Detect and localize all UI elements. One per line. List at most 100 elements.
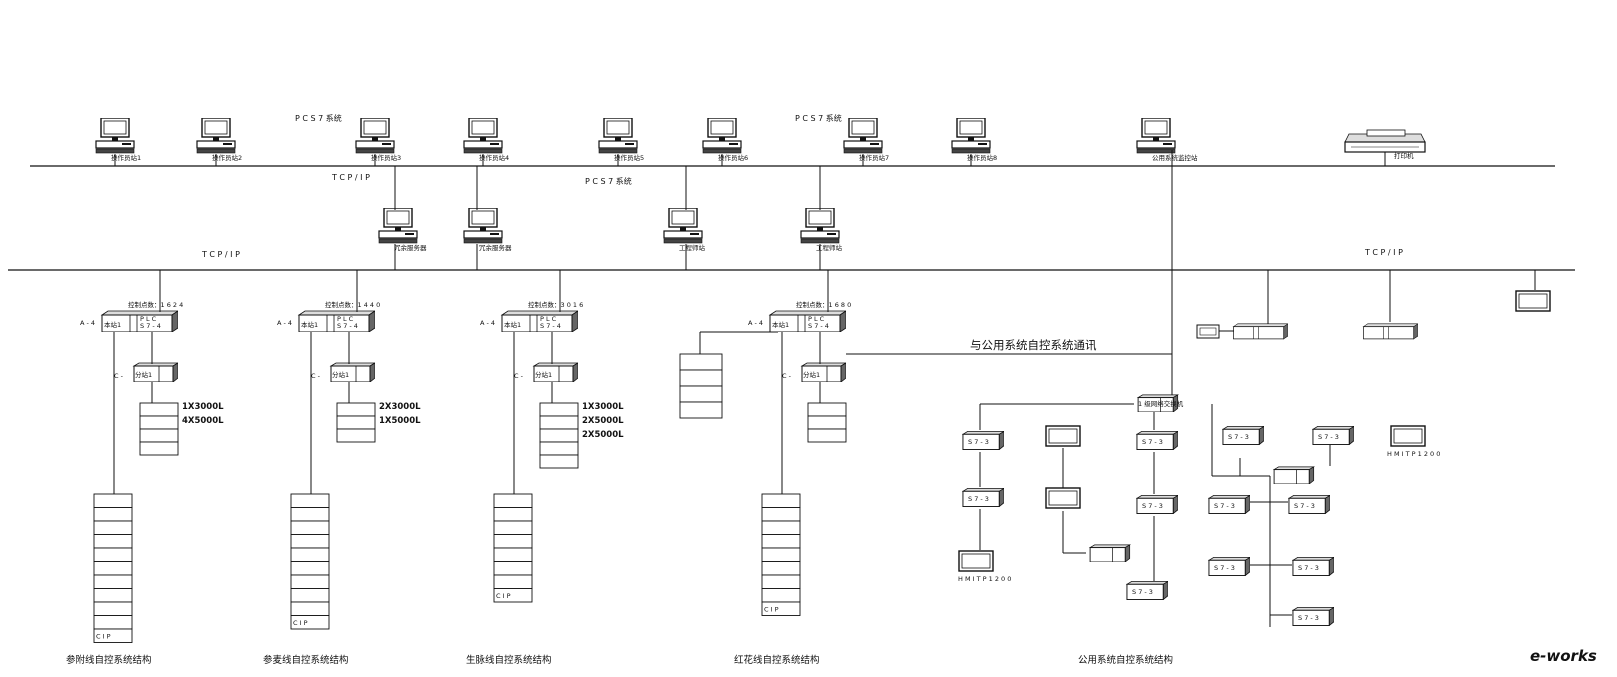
workstation-label: 工程师站 xyxy=(816,243,843,252)
workstation-label: 操作员站2 xyxy=(212,153,242,162)
list-item-cell xyxy=(761,534,801,549)
control-points-label: 控制点数：3 0 1 6 xyxy=(528,300,583,309)
tp177-device xyxy=(1196,324,1220,339)
workstation-label: 操作员站6 xyxy=(718,153,748,162)
a-station-label: A - 4 xyxy=(277,319,292,327)
control-points-label: 控制点数：1 6 8 0 xyxy=(796,300,851,309)
capacity-label: 1X5000L xyxy=(379,416,421,426)
sub-item-cell xyxy=(539,441,579,456)
list-item-cell xyxy=(493,507,533,522)
hmi-d-text: H M I T P 1 2 0 0 xyxy=(1387,450,1440,458)
capacity-label: 2X3000L xyxy=(379,402,421,412)
watermark-logo: e-works xyxy=(1530,647,1597,665)
list-item-cell xyxy=(93,588,133,603)
capacity-label: 2X5000L xyxy=(582,416,624,426)
production-lines-group: 控制点数：1 6 2 4 A - 4 本站1 P L C S 7 - 4 C - 分站1 1X… xyxy=(66,270,851,666)
list-item-cell xyxy=(290,507,330,522)
comm-label: 与公用系统自控系统通讯 xyxy=(970,338,1097,352)
list-item-cell xyxy=(290,493,330,508)
public-caption: 公用系统自控系统结构 xyxy=(1078,654,1173,666)
capacity-label: 2X5000L xyxy=(582,430,624,440)
workstation-label: 操作员站3 xyxy=(371,153,401,162)
sub-item-cell xyxy=(807,428,847,443)
capacity-label: 4X5000L xyxy=(182,416,224,426)
sub-item-cell xyxy=(539,402,579,417)
workstation-icon xyxy=(663,208,703,244)
sub-item-cell xyxy=(139,402,179,417)
honghua-left-cell xyxy=(679,369,723,387)
s7-g-text: S 7 - 3 xyxy=(1318,433,1339,441)
workstation-label: 操作员站1 xyxy=(111,153,141,162)
list-item-cell xyxy=(93,561,133,576)
sub-item-cell xyxy=(807,415,847,430)
pcs7-label-a: P C S 7 系统 xyxy=(295,113,342,123)
list-item-label: C I P xyxy=(96,633,111,641)
plc-st-label: S 7 - 4 xyxy=(808,322,829,330)
plc-st-label: S 7 - 4 xyxy=(337,322,358,330)
s7-k-text: S 7 - 3 xyxy=(1298,564,1319,572)
sub-item-cell xyxy=(139,428,179,443)
a-box-label: 本站1 xyxy=(504,320,521,329)
plc-small-a xyxy=(1233,323,1288,340)
list-item-cell xyxy=(761,588,801,603)
list-item-cell xyxy=(493,561,533,576)
sub-item-cell xyxy=(807,402,847,417)
workstation-icon xyxy=(378,208,418,244)
list-item-cell xyxy=(290,547,330,562)
list-item-cell xyxy=(761,601,801,616)
c-station-label: C - xyxy=(114,372,124,380)
list-item-label: C I P xyxy=(764,606,779,614)
sub-item-cell xyxy=(336,415,376,430)
plc-st-label: S 7 - 4 xyxy=(540,322,561,330)
plc-small-b xyxy=(1363,323,1418,340)
list-item-cell xyxy=(493,534,533,549)
workstation-icon xyxy=(463,118,503,154)
hmi-screen-b xyxy=(1045,425,1081,447)
a-box-label: 本站1 xyxy=(772,320,789,329)
workstation-label: 操作员站7 xyxy=(859,153,889,162)
list-item-cell xyxy=(93,574,133,589)
workstation-icon xyxy=(598,118,638,154)
list-item-cell xyxy=(290,534,330,549)
list-item-label: C I P xyxy=(293,619,308,627)
s7-l-text: S 7 - 3 xyxy=(1298,614,1319,622)
workstation-icon xyxy=(800,208,840,244)
list-item-cell xyxy=(93,601,133,616)
list-item-cell xyxy=(290,588,330,603)
tcpip-label-a: T C P / I P xyxy=(331,173,370,182)
printer-label: 打印机 xyxy=(1394,151,1414,160)
workstation-label: 冗余服务器 xyxy=(394,243,427,252)
sub-item-cell xyxy=(539,428,579,443)
hmi-screen-a xyxy=(958,550,994,572)
list-item-cell xyxy=(493,588,533,603)
a-station-label: A - 4 xyxy=(748,319,763,327)
s7-c-text: S 7 - 3 xyxy=(1142,438,1163,446)
line-caption: 参附线自控系统结构 xyxy=(66,654,152,666)
workstation-label: 操作员站8 xyxy=(967,153,997,162)
s7-b-text: S 7 - 3 xyxy=(968,495,989,503)
sub-item-cell xyxy=(336,402,376,417)
list-item-cell xyxy=(290,601,330,616)
list-item-cell xyxy=(93,507,133,522)
sub-item-cell xyxy=(336,428,376,443)
c-station-label: C - xyxy=(782,372,792,380)
list-item-cell xyxy=(761,547,801,562)
hmi-screen-c xyxy=(1045,487,1081,509)
public-switch-1-label: 1 级网络交换机 xyxy=(1138,399,1184,408)
honghua-left-device-list xyxy=(679,331,778,419)
list-item-cell xyxy=(290,520,330,535)
capacity-label: 1X3000L xyxy=(182,402,224,412)
plc-label: P L C xyxy=(140,315,157,323)
control-points-label: 控制点数：1 6 2 4 xyxy=(128,300,183,309)
line-caption: 生脉线自控系统结构 xyxy=(466,654,552,666)
c-box-label: 分站1 xyxy=(803,370,820,379)
sub-item-cell xyxy=(139,441,179,456)
a-box-label: 本站1 xyxy=(104,320,121,329)
capacity-label: 1X3000L xyxy=(582,402,624,412)
workstation-label: 工程师站 xyxy=(679,243,706,252)
list-item-cell xyxy=(93,534,133,549)
